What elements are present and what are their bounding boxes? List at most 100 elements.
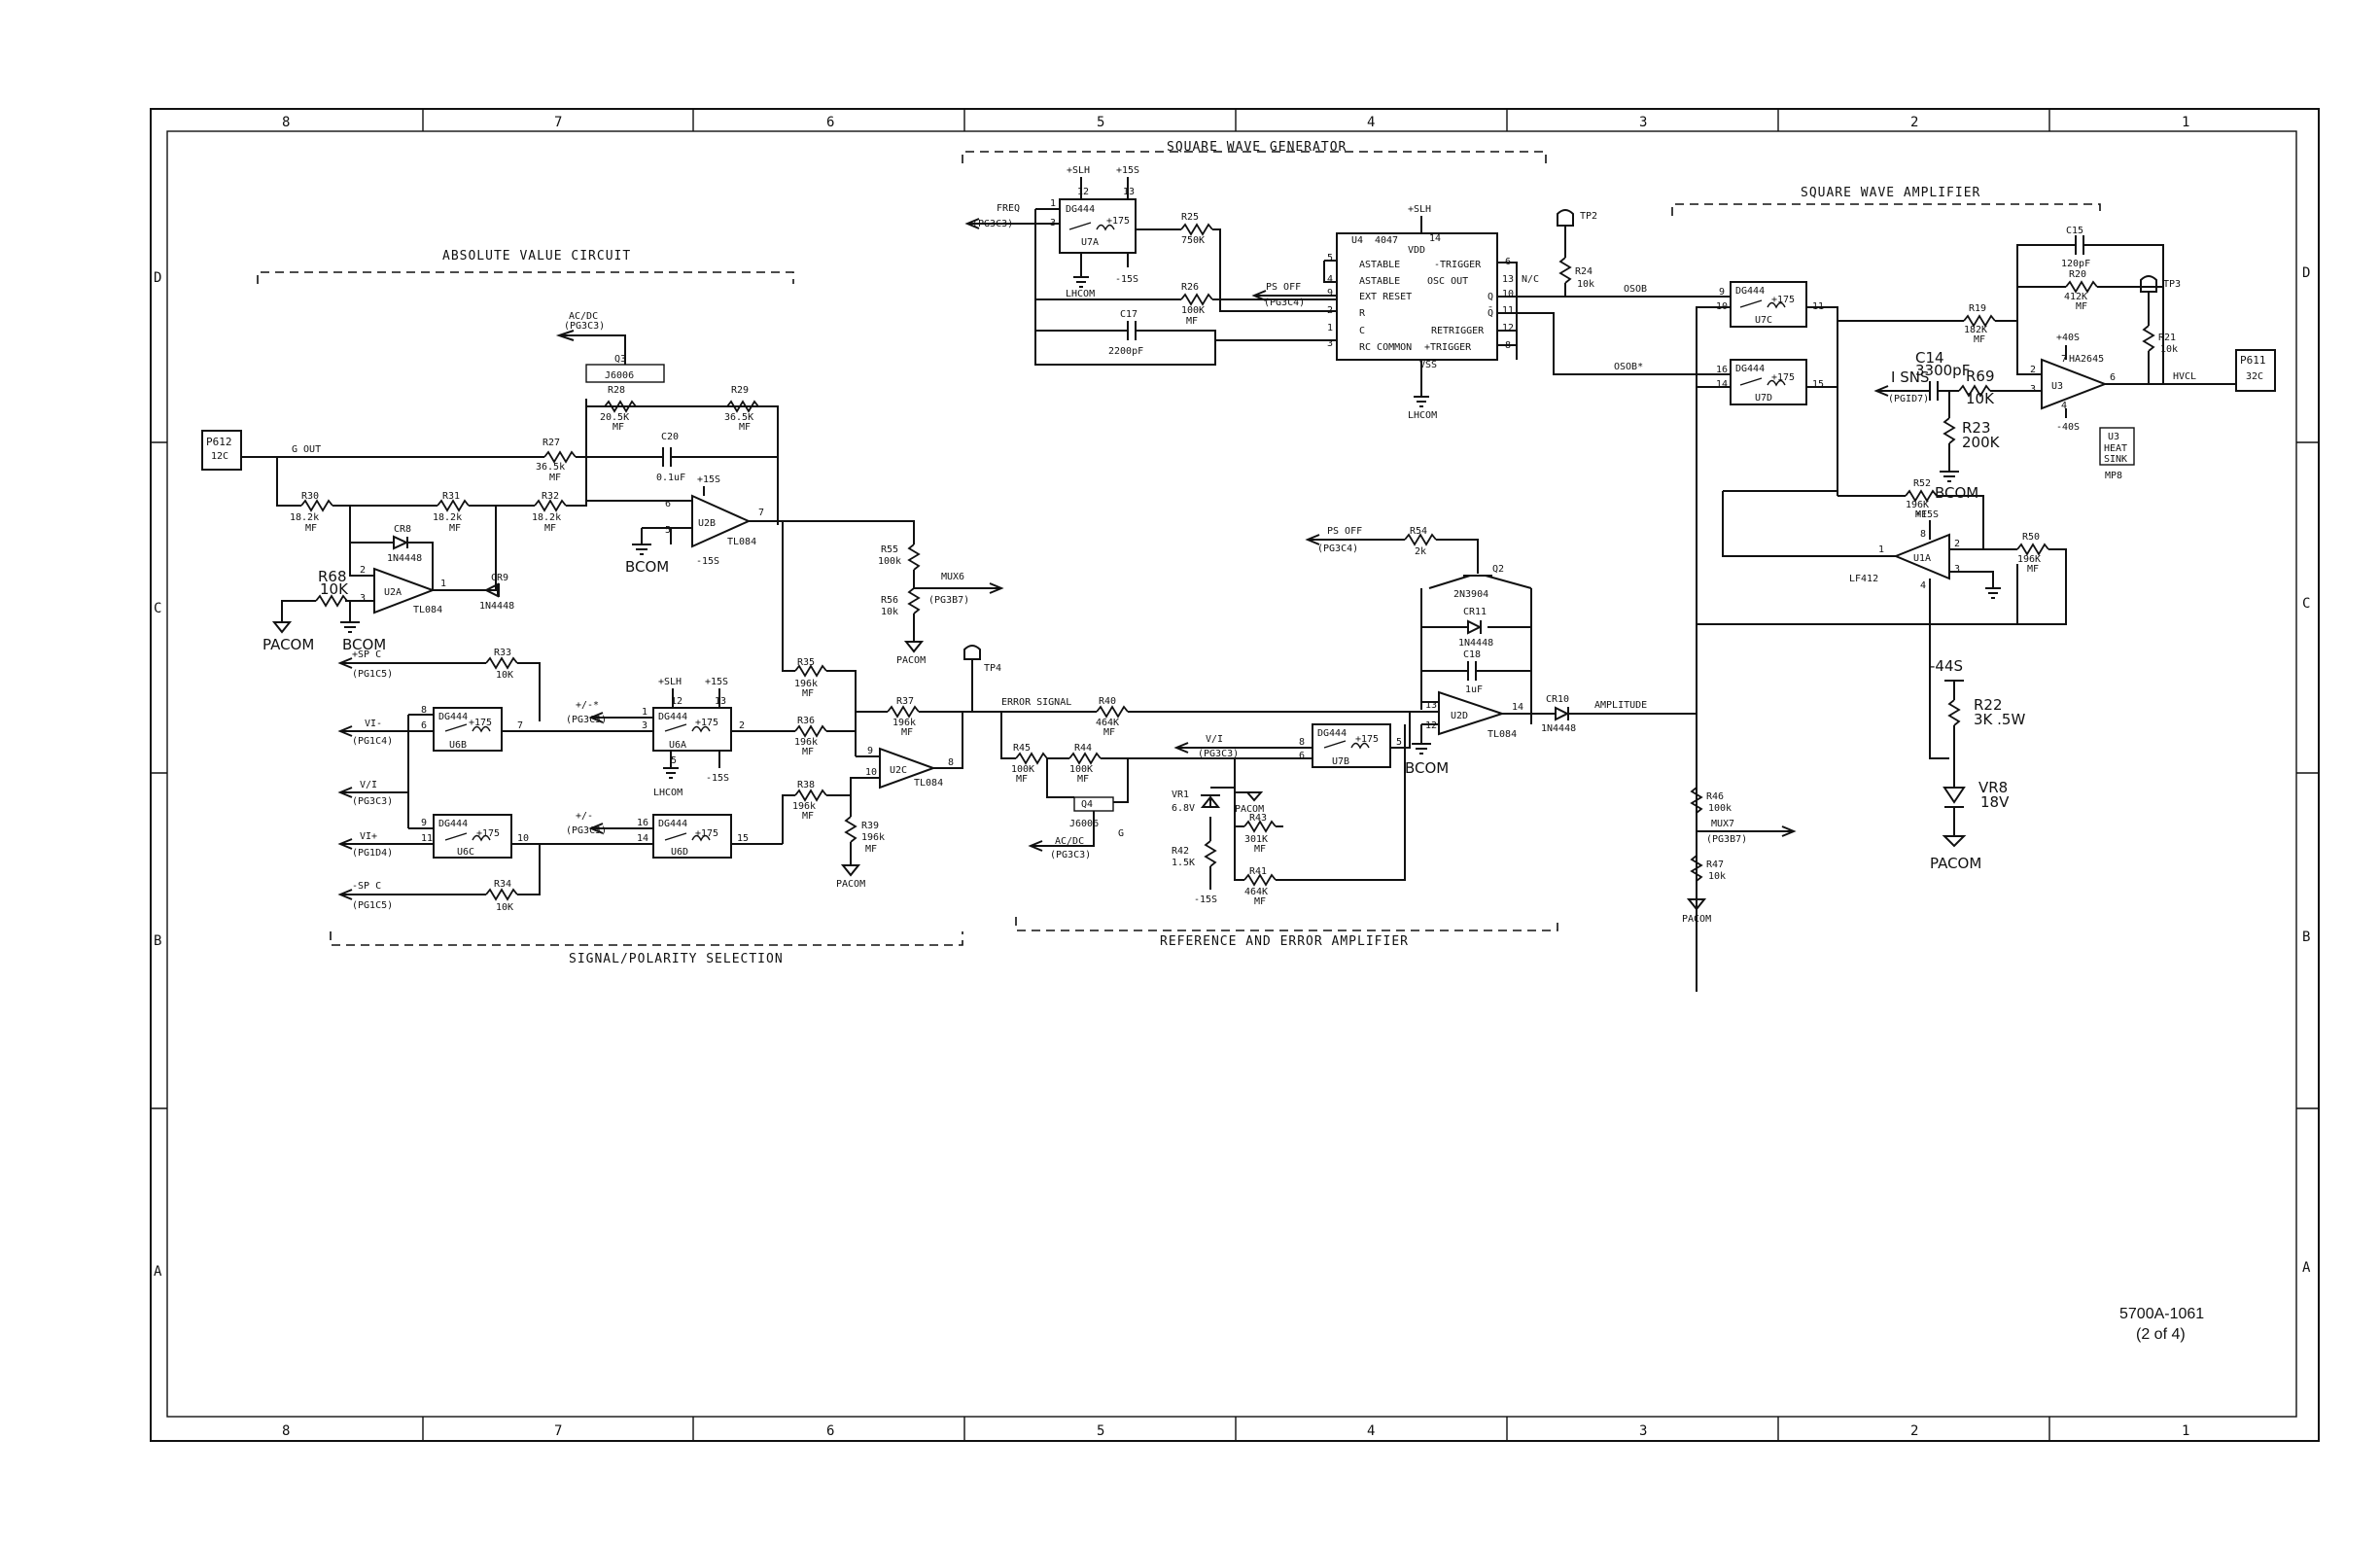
p612-pin: 12C <box>211 451 228 462</box>
opamp-u2d <box>1438 690 1506 736</box>
r39-label: R39 <box>861 821 879 831</box>
title-reference-error: REFERENCE AND ERROR AMPLIFIER <box>1160 934 1409 949</box>
u7c-p175: +175 <box>1771 295 1795 305</box>
pacom-u2a: PACOM <box>262 636 314 653</box>
title-signal-polarity: SIGNAL/POLARITY SELECTION <box>569 952 784 966</box>
svg-text:6: 6 <box>665 499 671 509</box>
c18-label: C18 <box>1463 649 1481 660</box>
v-i2-ref: (PG3C3) <box>1198 749 1239 759</box>
switch-u6b <box>433 707 503 752</box>
title-square-wave-amplifier: SQUARE WAVE AMPLIFIER <box>1801 186 1980 200</box>
svg-text:4: 4 <box>1920 580 1926 591</box>
vr1-value: 6.8V <box>1172 803 1195 814</box>
bcom-u2d: BCOM <box>1405 759 1449 777</box>
svg-text:13: 13 <box>715 696 726 707</box>
signal-polarity-selection: +SP C (PG1C5) R33 10K DG444 U6B +175 VI-… <box>337 521 963 913</box>
opamp-u2b <box>691 494 752 548</box>
u6d-label: U6D <box>671 847 688 858</box>
u1a-part: LF412 <box>1849 574 1878 584</box>
svg-text:10: 10 <box>517 833 529 844</box>
r28-type: MF <box>612 422 624 433</box>
r25-label: R25 <box>1181 212 1199 223</box>
col-4-bot: 4 <box>1367 1423 1375 1439</box>
u7b-p175: +175 <box>1355 734 1379 745</box>
r45-label: R45 <box>1013 743 1031 754</box>
svg-text:11: 11 <box>1502 305 1514 316</box>
u2d-label: U2D <box>1451 711 1468 721</box>
r22-label: R22 <box>1974 696 2003 714</box>
heatsink-line1: HEAT <box>2104 443 2127 454</box>
r50-value: 196K <box>2017 554 2041 565</box>
col-7-bot: 7 <box>554 1423 562 1439</box>
r30-label: R30 <box>301 491 319 502</box>
v-i-ref: (PG3C3) <box>352 796 393 807</box>
cr8-label: CR8 <box>394 524 411 535</box>
u7a-label: U7A <box>1081 237 1099 248</box>
r35-value: 196k <box>794 679 818 689</box>
r36-value: 196k <box>794 737 818 748</box>
svg-text:4: 4 <box>1327 274 1333 285</box>
r39-value: 196k <box>861 832 885 843</box>
u4-pin-astable-2: ASTABLE <box>1359 276 1400 287</box>
error-signal-path: TP4 ERROR SIGNAL R40 464K MF <box>962 645 1439 738</box>
u2c-label: U2C <box>890 765 907 776</box>
r45-value: 100K <box>1011 764 1034 775</box>
col-2-bot: 2 <box>1910 1423 1918 1439</box>
ac-dc2-ref: (PG3C3) <box>1050 850 1091 860</box>
r38-type: MF <box>802 811 814 822</box>
ps-off-ref: (PG3C4) <box>1264 298 1305 308</box>
r54-value: 2k <box>1415 546 1426 557</box>
col-5-top: 5 <box>1097 115 1104 130</box>
section-reference-error: REFERENCE AND ERROR AMPLIFIER <box>1015 917 1558 949</box>
ac-dc-label: AC/DC <box>569 311 598 322</box>
svg-text:2: 2 <box>739 720 745 731</box>
p15s-u2b: +15S <box>697 474 720 485</box>
r36-type: MF <box>802 747 814 757</box>
u6a-p175: +175 <box>695 718 718 728</box>
cr8-value: 1N4448 <box>387 553 422 564</box>
svg-text:8: 8 <box>1299 737 1305 748</box>
pacom-vr1: PACOM <box>1235 804 1264 815</box>
r39-type: MF <box>865 844 877 855</box>
r20-label: R20 <box>2069 269 2086 280</box>
r22-value: 3K .5W <box>1974 711 2025 728</box>
u7a-p15s: +15S <box>1116 165 1139 176</box>
reference-error-amplifier: R45 100K MF R44 100K MF Q4 J6006 G AC/DC… <box>1000 526 1697 907</box>
u1a-label: U1A <box>1913 553 1931 564</box>
q4-label: Q4 <box>1081 799 1093 810</box>
u6b-part: DG444 <box>438 712 468 722</box>
u4-vss: VSS <box>1419 360 1437 370</box>
ac-dc2-label: AC/DC <box>1055 836 1084 847</box>
r20-type: MF <box>2076 301 2087 312</box>
svg-text:4: 4 <box>2061 401 2067 411</box>
svg-text:6: 6 <box>421 720 427 731</box>
r68-value: 10K <box>320 580 349 598</box>
c17-value: 2200pF <box>1108 346 1143 357</box>
svg-text:12: 12 <box>1502 323 1514 333</box>
r47-label: R47 <box>1706 860 1724 870</box>
svg-text:3: 3 <box>1954 564 1960 575</box>
svg-text:3: 3 <box>360 593 366 604</box>
svg-text:3: 3 <box>1050 218 1056 228</box>
u3-heatsink <box>2099 427 2135 466</box>
r29-type: MF <box>739 422 751 433</box>
r40-type: MF <box>1103 727 1115 738</box>
net-n-c: N/C <box>1522 274 1539 285</box>
u7d-label: U7D <box>1755 393 1772 404</box>
r44-value: 100K <box>1069 764 1093 775</box>
tp4-marker <box>963 645 981 681</box>
u6c-label: U6C <box>457 847 474 858</box>
col-5-bot: 5 <box>1097 1423 1104 1439</box>
r23-value: 200K <box>1962 434 2001 451</box>
svg-text:8: 8 <box>1920 529 1926 540</box>
row-b-right: B <box>2302 930 2310 945</box>
svg-text:9: 9 <box>1327 288 1333 298</box>
vr1-label: VR1 <box>1172 790 1189 800</box>
r40-label: R40 <box>1099 696 1116 707</box>
svg-text:14: 14 <box>1429 233 1441 244</box>
net-error-signal: ERROR SIGNAL <box>1001 697 1071 708</box>
c14-label: C14 <box>1915 349 1944 367</box>
ps-off2-label: PS OFF <box>1327 526 1362 537</box>
col-3-bot: 3 <box>1639 1423 1647 1439</box>
